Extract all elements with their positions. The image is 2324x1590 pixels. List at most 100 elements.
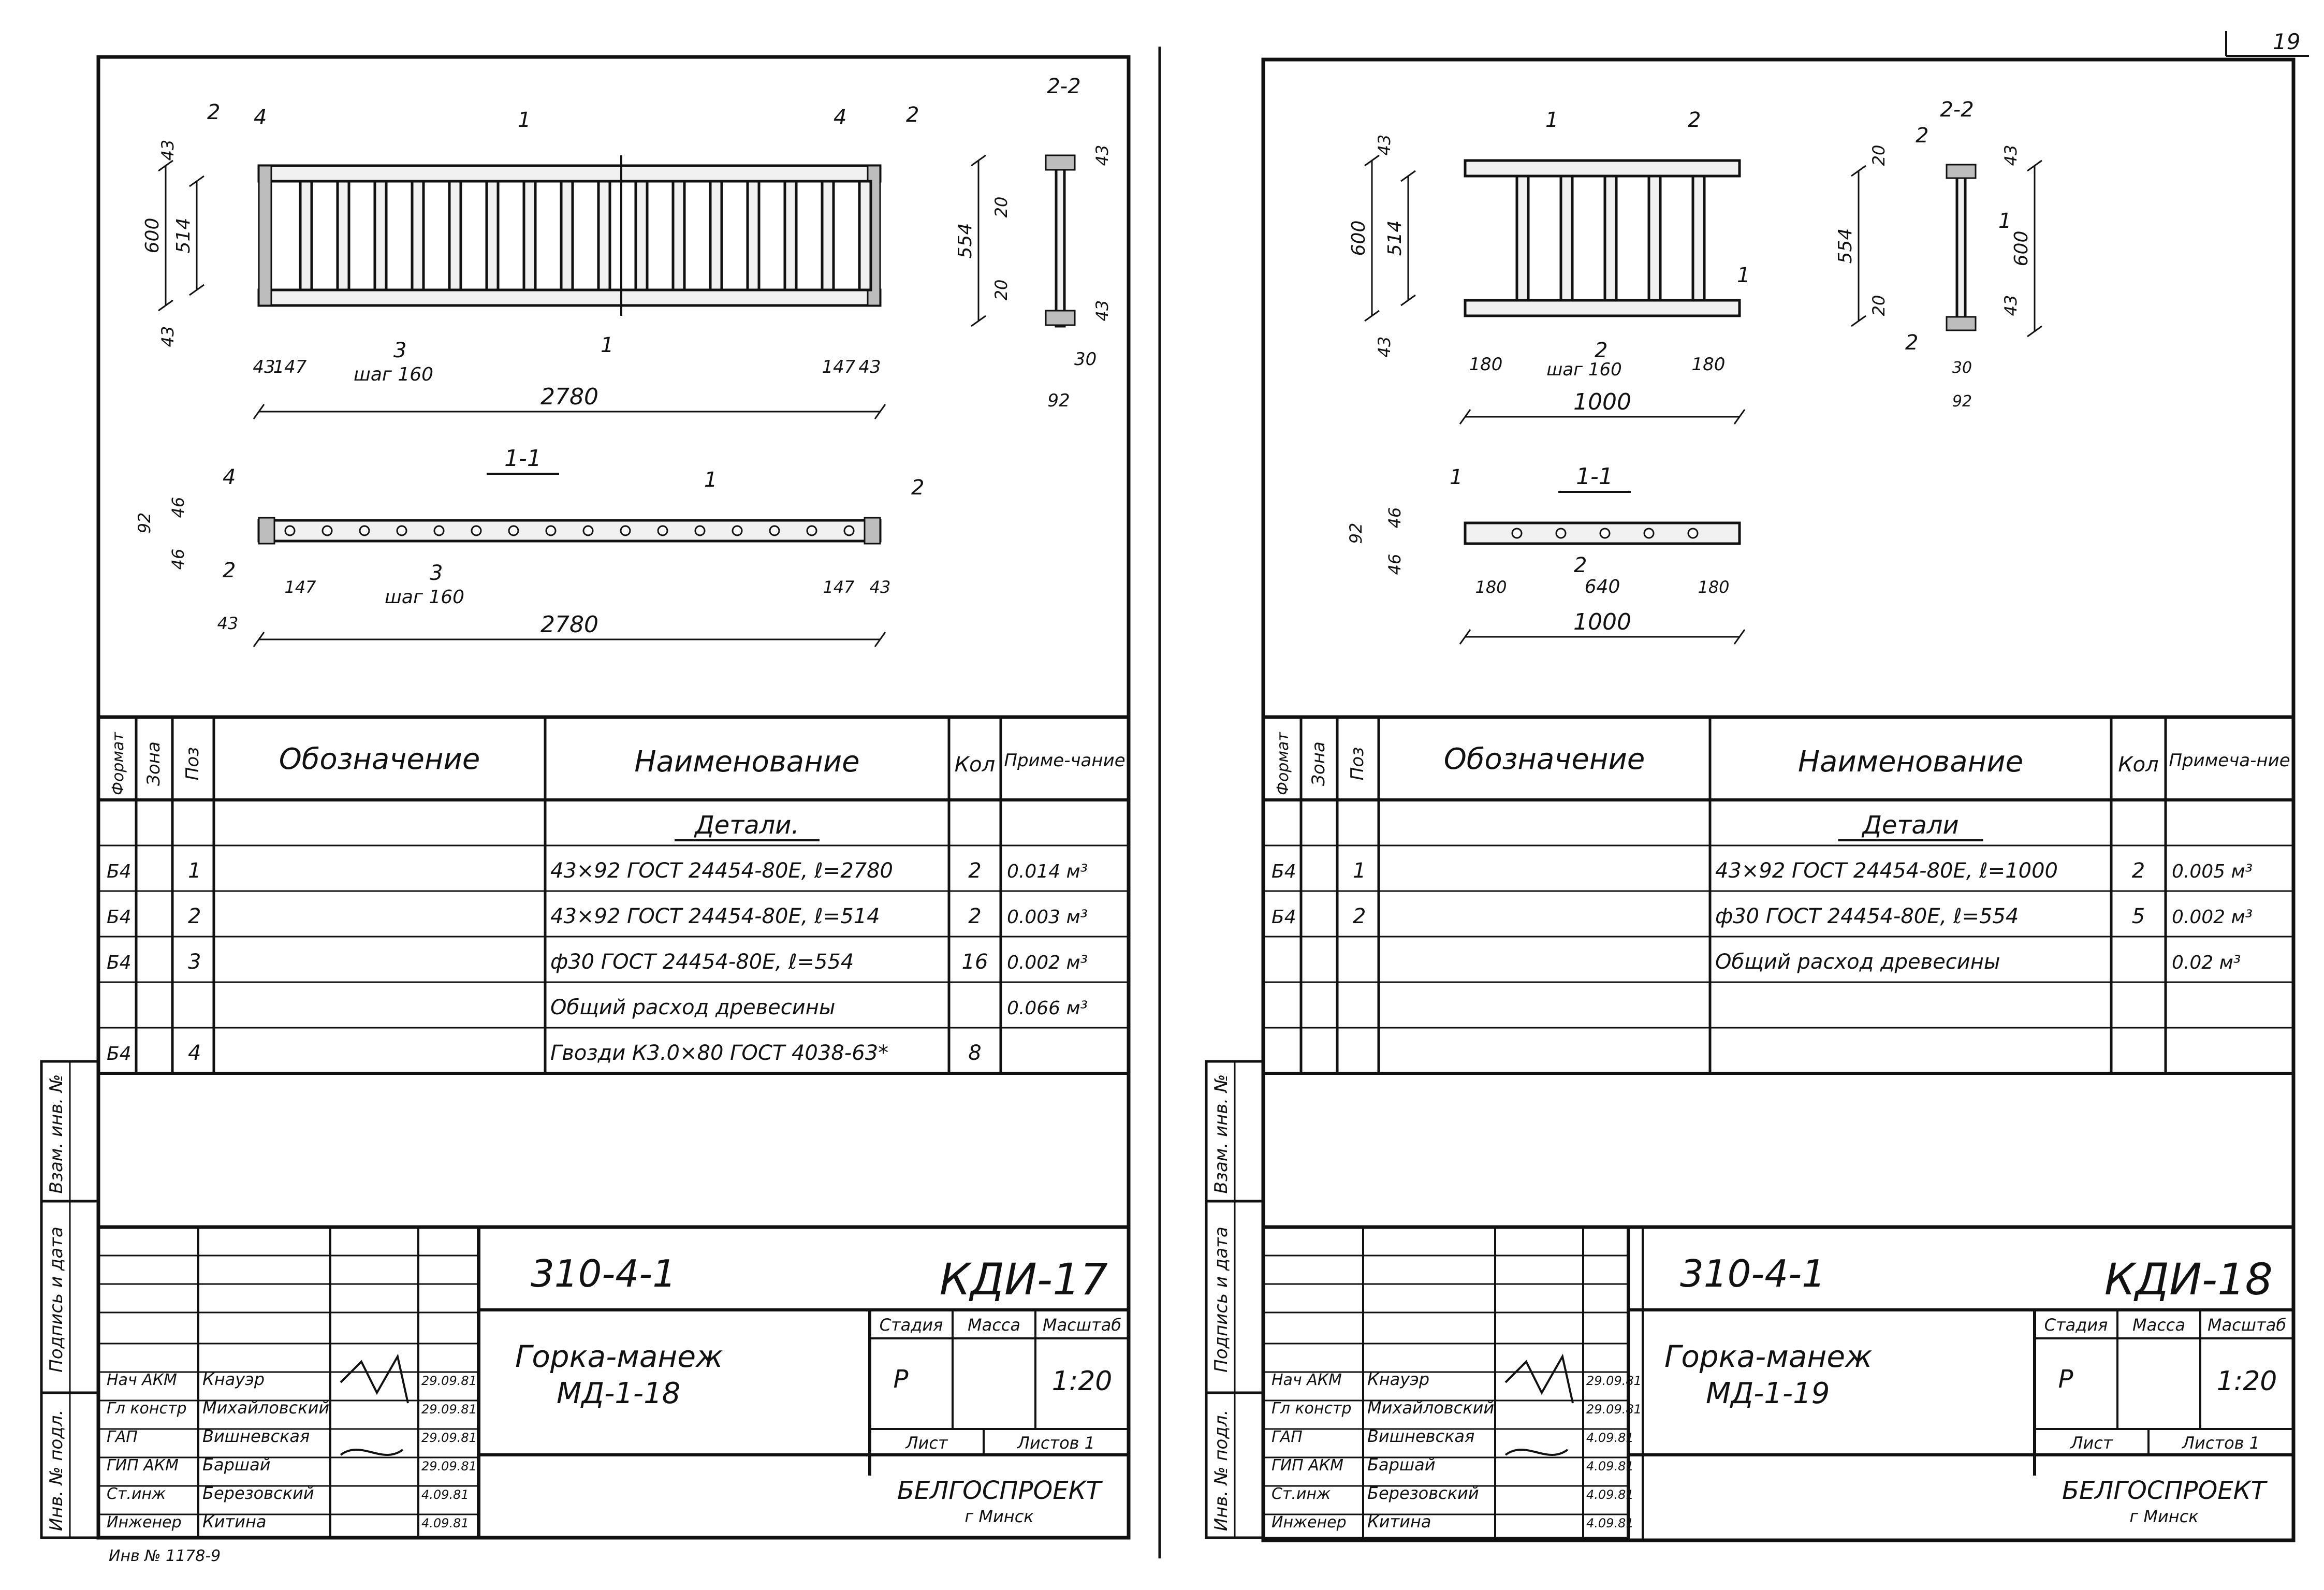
signer-date: 4.09.81	[1586, 1459, 1634, 1474]
organization: БЕЛГОСПРОЕКТ	[2062, 1476, 2268, 1505]
rung-section	[582, 525, 594, 536]
sheet-code: КДИ-17	[940, 1254, 1108, 1305]
rung	[709, 180, 723, 291]
section-rung	[1055, 159, 1066, 328]
organization-city: г Минск	[2129, 1507, 2199, 1526]
rung	[1691, 174, 1706, 302]
dimension-label: 2780	[540, 611, 598, 638]
header-qty: Кол	[2118, 753, 2158, 777]
row-format: Б4	[107, 1043, 131, 1064]
row-name: 43×92 ГОСТ 24454-80Е, ℓ=514	[550, 905, 880, 928]
row-pos: 2	[188, 905, 201, 928]
side-stamp-replaces: Взам. инв. №	[46, 1074, 67, 1194]
row-note: 0.02 м³	[2172, 952, 2241, 973]
row-name: Общий расход древесины	[1715, 950, 2000, 974]
rung-section	[732, 525, 743, 536]
row-name: Общий расход древесины	[550, 996, 836, 1019]
dimension-tick	[874, 632, 886, 647]
organization-city: г Минск	[964, 1507, 1034, 1526]
row-qty: 8	[968, 1041, 981, 1065]
header-name: Наименование	[1798, 745, 2023, 779]
rung-section	[1555, 528, 1567, 539]
rung-section	[843, 525, 855, 536]
callout-4: 4	[834, 106, 846, 129]
row-qty: 16	[962, 950, 988, 974]
row-pos: 1	[188, 859, 201, 883]
row-note: 0.002 м³	[2172, 907, 2253, 928]
row-name: Гвозди К3.0×80 ГОСТ 4038-63*	[550, 1041, 888, 1065]
row-name: ф30 ГОСТ 24454-80Е, ℓ=554	[550, 950, 854, 974]
rung	[411, 180, 425, 291]
dimension-label: 180	[1698, 577, 1729, 597]
dimension-tick	[971, 315, 986, 327]
signature-marks	[340, 1353, 409, 1456]
callout-1: 1	[601, 333, 613, 357]
signature-marks	[1504, 1353, 1574, 1456]
row-note: 0.002 м³	[1007, 952, 1088, 973]
section-label-2-2: 2-2	[1047, 75, 1080, 98]
row-note: 0.014 м³	[1007, 861, 1088, 882]
row-pos: 3	[188, 950, 201, 974]
header-note: Примеча-ние	[2169, 750, 2290, 771]
dimension-label: 20	[991, 197, 1011, 218]
bottom-board	[1464, 299, 1741, 317]
section-board-bottom	[1946, 316, 1977, 331]
top-board	[1464, 159, 1741, 178]
scale-header: Масштаб	[1043, 1315, 1121, 1335]
signer-name: Михайловский	[202, 1398, 329, 1418]
dimension-label: 600	[142, 218, 163, 254]
rung-section	[284, 525, 296, 536]
stage-value: Р	[2058, 1365, 2073, 1394]
rung-section	[769, 525, 780, 536]
side-stamp-signature: Подпись и дата	[46, 1227, 67, 1373]
rung-section	[1599, 528, 1611, 539]
dimension-label: 92	[1952, 392, 1972, 411]
rung	[746, 180, 761, 291]
rung	[1559, 174, 1574, 302]
callout-3: 3	[393, 339, 406, 362]
sheets-label: Листов 1	[1017, 1433, 1095, 1453]
side-stamp-replaces: Взам. инв. №	[1211, 1074, 1232, 1194]
rung	[336, 180, 350, 291]
section-label-1-1: 1-1	[504, 445, 542, 472]
callout-1: 1	[1545, 108, 1558, 132]
side-stamp-inv: Инв. № подл.	[1211, 1410, 1232, 1531]
signer-role: Ст.инж	[1271, 1485, 1331, 1503]
dimension-label: 43	[858, 357, 881, 377]
signer-role: ГИП АКМ	[107, 1456, 179, 1475]
rung	[373, 180, 388, 291]
signer-name: Михайловский	[1367, 1398, 1494, 1418]
dimension-label: 43	[2001, 145, 2021, 166]
callout-2: 2	[1905, 331, 1918, 355]
dimension-label: 180	[1469, 354, 1503, 375]
callout-1: 1	[704, 468, 717, 492]
header-zone: Зона	[143, 741, 164, 786]
header-designation: Обозначение	[1444, 742, 1645, 776]
dimension-label: 92	[1047, 390, 1070, 411]
signer-date: 29.09.81	[421, 1374, 477, 1388]
dimension-tick	[253, 632, 265, 647]
dimension-label: 43	[1375, 337, 1394, 358]
signer-role: Гл констр	[107, 1399, 187, 1418]
callout-2: 2	[1595, 339, 1607, 362]
rung-section	[657, 525, 668, 536]
signer-role: Нач АКМ	[107, 1371, 177, 1389]
row-format: Б4	[107, 861, 131, 882]
dimension-label: 20	[1869, 295, 1889, 316]
row-qty: 2	[968, 905, 981, 928]
dimension-label: 180	[1692, 354, 1726, 375]
top-board	[257, 164, 882, 183]
scale-header: Масштаб	[2208, 1315, 2286, 1335]
drawing-subtitle: МД-1-19	[1706, 1377, 1830, 1410]
row-note: 0.005 м³	[2172, 861, 2253, 882]
dimension-label: 514	[1384, 221, 1406, 256]
rung	[858, 180, 872, 291]
dimension-tick	[1459, 409, 1471, 425]
pitch-label: шаг 160	[354, 364, 433, 385]
signer-name: Баршай	[1367, 1455, 1436, 1475]
row-pos: 1	[1353, 859, 1366, 883]
signer-role: Нач АКМ	[1271, 1371, 1342, 1389]
rung-section	[1511, 528, 1523, 539]
